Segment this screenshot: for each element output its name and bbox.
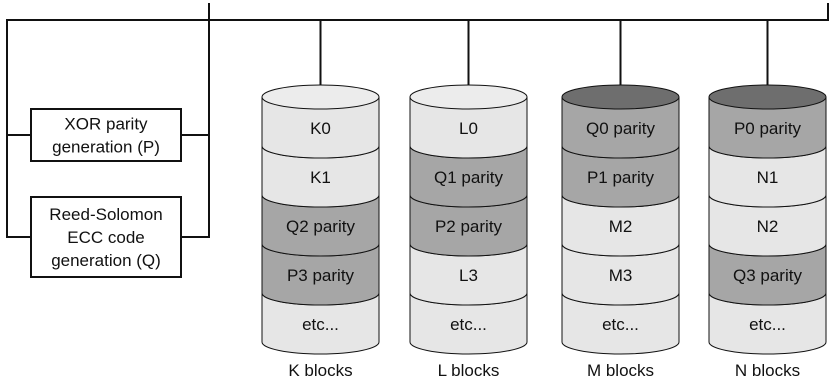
block-label: L3 — [459, 266, 478, 285]
generator-label-line: generation (Q) — [51, 251, 161, 270]
block-label: Q1 parity — [434, 168, 503, 187]
disk-stack: etc... M3 M2 P1 parity Q0 parity — [561, 84, 680, 355]
generator-label-line: Reed-Solomon — [49, 205, 162, 224]
generator-label-line: ECC code — [67, 228, 144, 247]
disk-stack: etc... Q3 parity N2 N1 P0 parity — [708, 84, 827, 355]
block-label: K1 — [310, 168, 331, 187]
block-label: P0 parity — [734, 119, 802, 138]
block-label: etc... — [450, 315, 487, 334]
block-label: Q0 parity — [586, 119, 655, 138]
parity-block: Q0 parity — [561, 84, 680, 159]
block-label: etc... — [749, 315, 786, 334]
xor-parity-generator-box: XOR parity generation (P) — [30, 108, 182, 162]
block-label: Q3 parity — [733, 266, 802, 285]
block-label: Q2 parity — [286, 217, 355, 236]
disk-label: M blocks — [587, 361, 654, 380]
parity-generators: XOR parity generation (P) Reed-SolomonECC … — [30, 108, 182, 278]
block-label: K0 — [310, 119, 331, 138]
generator-label-line: generation (P) — [52, 138, 160, 157]
disk-stacks: etc... P3 parity Q2 parity K1 K0 etc... L3 P2 p… — [261, 84, 827, 355]
block-label: etc... — [302, 315, 339, 334]
block-label: N2 — [757, 217, 779, 236]
block-label: M3 — [609, 266, 633, 285]
block-label: N1 — [757, 168, 779, 187]
disk-label: L blocks — [438, 361, 500, 380]
data-block: L0 — [409, 84, 528, 159]
disk-stack: etc... P3 parity Q2 parity K1 K0 — [261, 84, 380, 355]
bus-wires — [6, 3, 829, 238]
disk-label: K blocks — [288, 361, 352, 380]
block-label: P1 parity — [587, 168, 655, 187]
generator-label-line: XOR parity — [64, 115, 148, 134]
disk-labels: K blocks L blocks M blocks N blocks — [288, 361, 800, 380]
block-label: M2 — [609, 217, 633, 236]
block-label: L0 — [459, 119, 478, 138]
block-label: etc... — [602, 315, 639, 334]
block-label: P2 parity — [435, 217, 503, 236]
block-label: P3 parity — [287, 266, 355, 285]
disk-label: N blocks — [735, 361, 800, 380]
disk-stack: etc... L3 P2 parity Q1 parity L0 — [409, 84, 528, 355]
data-block: K0 — [261, 84, 380, 159]
parity-block: P0 parity — [708, 84, 827, 159]
